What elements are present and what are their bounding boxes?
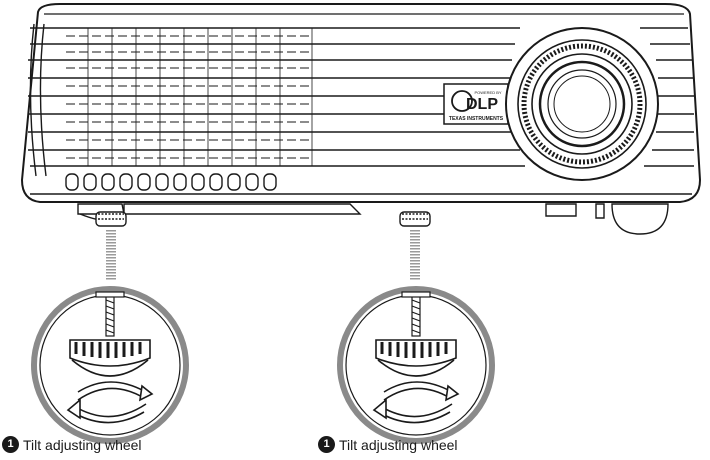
dlp-badge: POWERED BY DLP TEXAS INSTRUMENTS [443,83,509,125]
badge-powered-by: POWERED BY [474,90,501,95]
underside [77,203,669,235]
badge-brand: DLP [466,96,498,113]
rotate-arrows-icon [66,381,154,424]
badge-maker: TEXAS INSTRUMENTS [449,116,504,122]
callout-number-badge: 1 [318,436,335,453]
guide-line [106,230,420,280]
callout-label: Tilt adjusting wheel [339,436,458,453]
lens-icon [505,27,659,181]
vent-grille-icon [28,23,694,177]
adjusting-foot-icon [399,211,431,227]
callout-right: 1 Tilt adjusting wheel [318,436,458,453]
callout-left: 1 Tilt adjusting wheel [2,436,142,453]
adjusting-foot-icon [95,211,127,227]
front-key-row [65,173,277,191]
callout-number-badge: 1 [2,436,19,453]
callout-label: Tilt adjusting wheel [23,436,142,453]
rotate-arrows-icon [372,381,460,424]
detail-circle-left [31,286,189,444]
detail-circle-right [337,286,495,444]
